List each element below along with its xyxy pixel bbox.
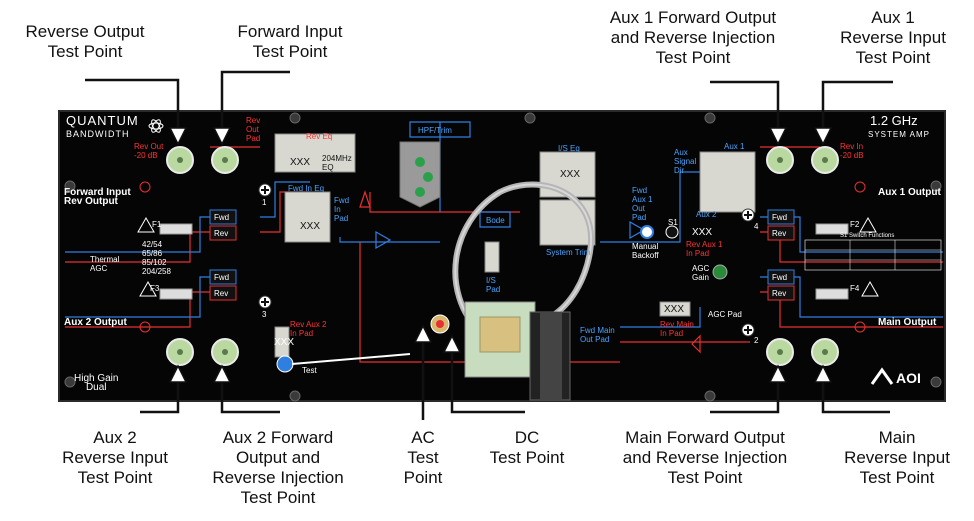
- main-output-label: Main Output: [878, 317, 937, 328]
- system-trim-label: System Trim: [546, 248, 591, 257]
- rev-selector-4: Rev: [772, 289, 787, 298]
- frequency-label: 1.2 GHz: [870, 113, 918, 128]
- s1-label: S1: [668, 218, 678, 227]
- fwd-selector-2: Fwd: [214, 273, 230, 282]
- fwd-aux1-out-pad-label: Fwd Aux 1 Out Pad: [632, 186, 653, 222]
- aux2-label: Aux 2: [696, 210, 717, 219]
- callout-reverse-output: Reverse Output Test Point: [25, 22, 145, 61]
- screw-number-3: 3: [262, 310, 267, 319]
- test-label: Test: [302, 366, 317, 375]
- aux1-pad-xxx: XXX: [692, 227, 713, 238]
- callout-ac-test-point: AC Test Point: [403, 428, 443, 487]
- agc-pad-label: AGC Pad: [708, 310, 742, 319]
- callout-aux2-reverse-input: Aux 2 Reverse Input Test Point: [62, 428, 168, 487]
- bode-label: Bode: [486, 216, 505, 225]
- fwd-in-eq-xxx: XXX: [300, 221, 321, 232]
- rev-main-in-pad-label: Rev Main In Pad: [660, 320, 694, 338]
- main-pad-xxx: XXX: [664, 304, 685, 315]
- fuse-f4-label: F4: [850, 284, 860, 293]
- is-pad-label: I/S Pad: [486, 276, 501, 294]
- aux-signal-dir-label: Aux Signal Dir: [674, 148, 697, 175]
- callout-main-forward-output: Main Forward Output and Reverse Injectio…: [622, 428, 788, 487]
- aux1-label: Aux 1: [724, 142, 745, 151]
- rev-eq-xxx: XXX: [290, 157, 311, 168]
- hpf-trim-label: HPF/Trim: [418, 126, 452, 135]
- callout-main-reverse-input: Main Reverse Input Test Point: [844, 428, 950, 487]
- rev-selector-1: Rev: [214, 229, 229, 238]
- aux1-output-label: Aux 1 Output: [878, 187, 941, 198]
- is-eq-xxx: XXX: [560, 169, 581, 180]
- fuse-f3-label: F3: [150, 284, 160, 293]
- eq-204-label: 204MHz EQ: [322, 154, 352, 172]
- manual-backoff-label: Manual Backoff: [632, 242, 659, 260]
- rev-out-pad-label: Rev Out Pad: [246, 116, 261, 143]
- aoi-logo: AOI: [896, 370, 921, 386]
- rev-selector-2: Rev: [214, 289, 229, 298]
- fwd-main-out-pad-label: Fwd Main Out Pad: [580, 326, 615, 344]
- fuse-f1-label: F1: [152, 220, 162, 229]
- fwd-selector-3: Fwd: [772, 213, 788, 222]
- aux2-output-label: Aux 2 Output: [64, 317, 127, 328]
- amplifier-panel: QUANTUM BANDWIDTH 1.2 GHz SYSTEM AMP AOI…: [58, 110, 946, 402]
- rev-out-20db-label: Rev Out -20 dB: [134, 142, 164, 160]
- agc-gain-label: AGC Gain: [692, 264, 710, 282]
- brand-bandwidth: BANDWIDTH: [66, 129, 130, 139]
- fwd-in-pad-label: Fwd In Pad: [334, 196, 350, 223]
- fwd-selector-4: Fwd: [772, 273, 788, 282]
- fwd-in-eq-label: Fwd In Eq: [288, 184, 325, 193]
- callout-aux2-forward-output: Aux 2 Forward Output and Reverse Injecti…: [212, 428, 344, 507]
- callout-aux1-reverse-input: Aux 1 Reverse Input Test Point: [840, 8, 946, 67]
- panel-circuit-drawing: [64, 112, 943, 402]
- split-options: 42/54 65/86 85/102 204/258: [142, 240, 171, 276]
- rev-aux1-in-pad-label: Rev Aux 1 In Pad: [686, 240, 723, 258]
- thermal-agc-options: Thermal AGC: [90, 255, 120, 273]
- callout-forward-input: Forward Input Test Point: [237, 22, 343, 61]
- brand-quantum: QUANTUM: [66, 113, 139, 128]
- high-gain-dual-label: High Gain Dual: [74, 373, 119, 393]
- fwd-selector-1: Fwd: [214, 213, 230, 222]
- screw-number-4: 4: [754, 222, 759, 231]
- aux2-pad-xxx: XXX: [274, 337, 295, 348]
- fuse-f2-label: F2: [850, 220, 860, 229]
- rev-eq-label: Rev Eq: [306, 132, 333, 141]
- forward-input-rev-output-label: Forward Input Rev Output: [64, 187, 131, 207]
- system-amp-label: SYSTEM AMP: [868, 130, 931, 139]
- screw-number-2: 2: [754, 336, 759, 345]
- callout-aux1-forward-output: Aux 1 Forward Output and Reverse Injecti…: [609, 8, 777, 67]
- s1-switch-functions-label: S1 Switch Functions: [840, 233, 895, 239]
- rev-in-20db-label: Rev In -20 dB: [840, 142, 864, 160]
- rev-selector-3: Rev: [772, 229, 787, 238]
- callout-dc-test-point: DC Test Point: [489, 428, 565, 467]
- screw-number-1: 1: [262, 198, 267, 207]
- is-eq-label: I/S Eq: [558, 144, 580, 153]
- rev-aux2-in-pad-label: Rev Aux 2 In Pad: [290, 320, 327, 338]
